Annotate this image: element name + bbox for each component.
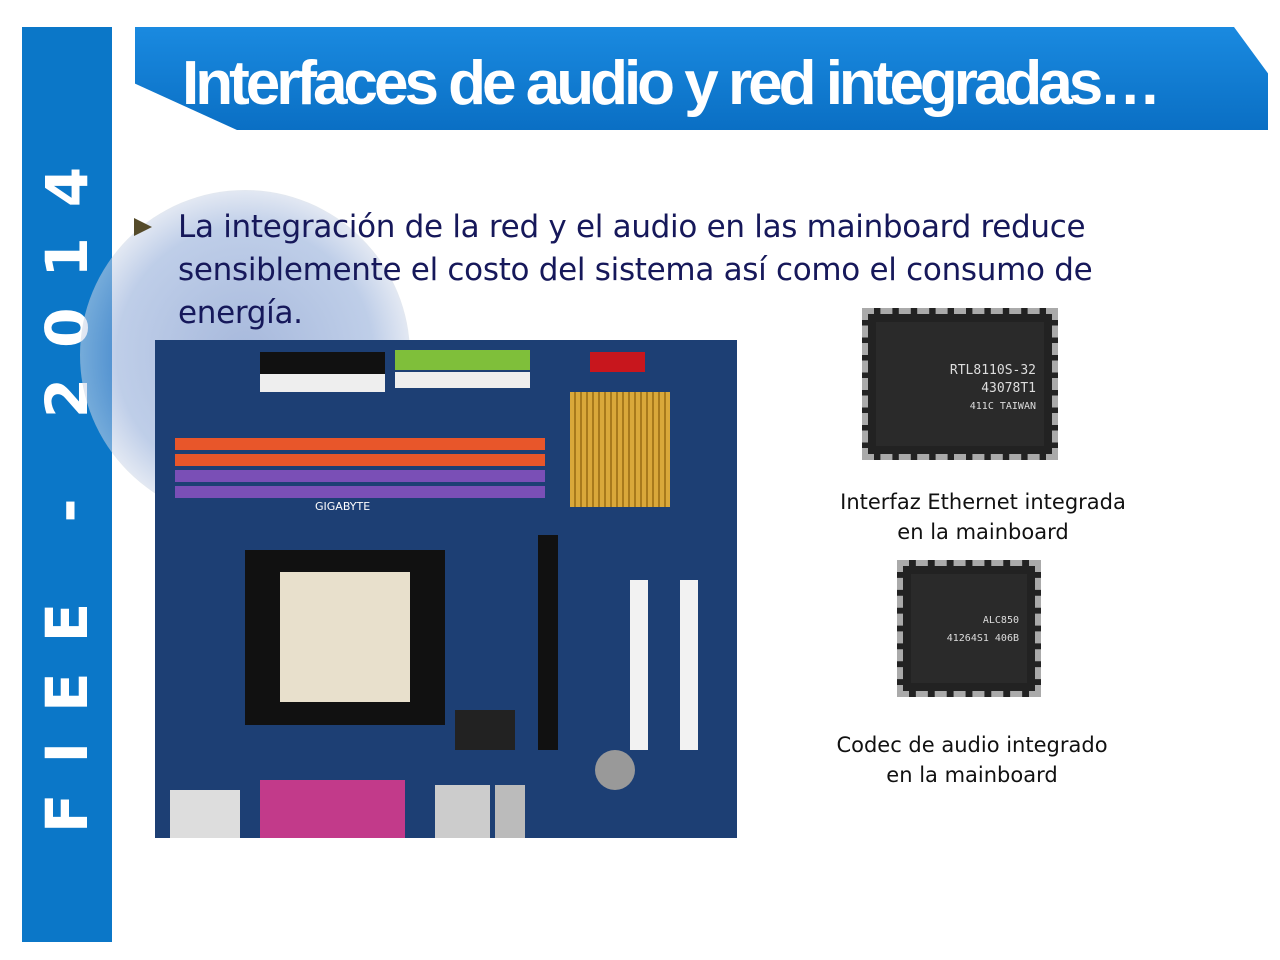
chip-marking: RTL8110S-32 xyxy=(949,363,1036,378)
caption-line: Interfaz Ethernet integrada xyxy=(840,490,1126,514)
sidebar-label: FIEE - 2014 xyxy=(33,136,101,833)
board-brand: GIGABYTE xyxy=(315,500,371,513)
audio-caption: Codec de audio integrado en la mainboard xyxy=(772,730,1172,790)
caption-line: en la mainboard xyxy=(886,763,1058,787)
motherboard-image: GIGABYTE xyxy=(155,340,737,838)
slide-title: Interfaces de audio y red integradas… xyxy=(182,49,1161,118)
audio-chip-image: ALC850 41264S1 406B xyxy=(897,560,1041,697)
ethernet-caption: Interfaz Ethernet integrada en la mainbo… xyxy=(783,487,1183,547)
ethernet-chip-image: RTL8110S-32 43078T1 411C TAIWAN xyxy=(862,308,1058,460)
bullet-text: La integración de la red y el audio en l… xyxy=(178,209,1093,331)
chip-marking: 411C TAIWAN xyxy=(969,401,1036,412)
caption-line: en la mainboard xyxy=(897,520,1069,544)
chip-marking: 43078T1 xyxy=(981,381,1036,396)
chip-marking: 41264S1 406B xyxy=(946,633,1019,644)
chip-marking: ALC850 xyxy=(982,615,1019,626)
title-banner xyxy=(135,27,1268,130)
bullet-point: La integración de la red y el audio en l… xyxy=(134,206,1164,335)
arrow-bullet-icon xyxy=(134,218,152,236)
sidebar-band: FIEE - 2014 xyxy=(22,27,112,942)
caption-line: Codec de audio integrado xyxy=(836,733,1108,757)
